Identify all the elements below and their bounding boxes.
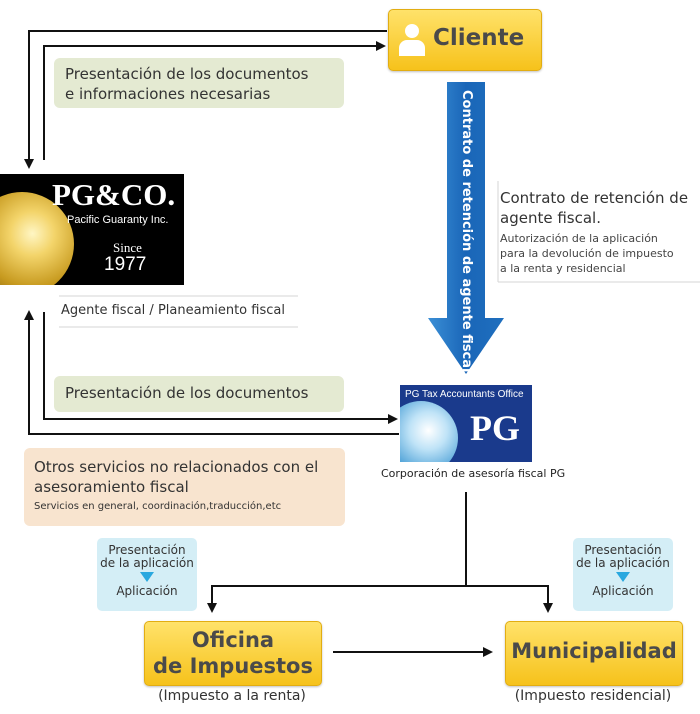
cliente-box: Cliente [388, 9, 542, 71]
other-services-title: Otros servicios no relacionados con el a… [34, 458, 319, 496]
municipalidad-label: Municipalidad [511, 639, 677, 663]
contract-blue-arrow [428, 82, 504, 374]
pgco-since-year: 1977 [104, 254, 147, 275]
pgco-name: PG&CO. [52, 177, 176, 212]
oficina-box: Oficina de Impuestos [144, 621, 322, 686]
app-left-line1: Presentación [108, 543, 186, 557]
app-right-line3: Aplicación [592, 584, 654, 598]
line-pgco-to-cliente [43, 41, 386, 160]
msg-docs-info-line2: e informaciones necesarias [65, 85, 271, 103]
person-icon [399, 24, 425, 56]
app-box-left: Presentación de la aplicación Aplicación [97, 538, 197, 611]
pg-globe-icon [400, 401, 458, 462]
app-right-line2: de la aplicación [576, 556, 670, 570]
oficina-line1: Oficina [191, 628, 275, 652]
other-services-detail: Servicios en general, coordinación,tradu… [34, 501, 282, 512]
msg-docs-text: Presentación de los documentos [65, 384, 309, 402]
line-pgco-to-pgoffice-inner [43, 312, 398, 424]
app-left-line3: Aplicación [116, 584, 178, 598]
oficina-sub: (Impuesto a la renta) [158, 688, 306, 704]
contract-note-line1: Autorización de la aplicación [500, 232, 658, 245]
pgco-logo: PG&CO. Pacific Guaranty Inc. Since 1977 [0, 174, 184, 285]
msg-docs-info-box: Presentación de los documentos e informa… [54, 58, 344, 108]
contract-arrow-text: Contrato de retención de agente fiscal. [459, 90, 474, 378]
cliente-label: Cliente [433, 25, 525, 51]
contract-note-line3: a la renta y residencial [500, 262, 626, 275]
pg-office-logo-text: PG [470, 408, 520, 448]
pgco-caption: Agente fiscal / Planeamiento fiscal [61, 303, 285, 318]
municipalidad-box: Municipalidad [505, 621, 683, 686]
line-cliente-to-pgco [24, 30, 387, 169]
app-box-right: Presentación de la aplicación Aplicación [573, 538, 673, 611]
app-left-line2: de la aplicación [100, 556, 194, 570]
contract-note-line2: para la devolución de impuesto [500, 247, 674, 260]
other-services-box: Otros servicios no relacionados con el a… [24, 448, 345, 526]
line-branch-right [466, 585, 553, 613]
contract-note-title: Contrato de retención de agente fiscal. [500, 189, 689, 227]
msg-docs-box: Presentación de los documentos [54, 376, 344, 412]
contract-note: Contrato de retención de agente fiscal. … [500, 188, 700, 276]
line-branch-left [207, 585, 466, 613]
down-triangle-icon [140, 572, 154, 582]
down-triangle-icon [616, 572, 630, 582]
oficina-line2: de Impuestos [153, 654, 313, 678]
pg-office-caption: Corporación de asesoría fiscal PG [381, 467, 566, 480]
line-pgoffice-to-pgco-outer [24, 310, 399, 435]
pg-office-logo: PG Tax Accountants Office PG [400, 385, 532, 462]
pgco-subtitle: Pacific Guaranty Inc. [67, 214, 169, 226]
msg-docs-info-line1: Presentación de los documentos [65, 65, 309, 83]
pg-office-header: PG Tax Accountants Office [405, 389, 524, 400]
pgco-since-label: Since [113, 240, 142, 255]
municipalidad-sub: (Impuesto residencial) [514, 688, 672, 704]
app-right-line1: Presentación [584, 543, 662, 557]
